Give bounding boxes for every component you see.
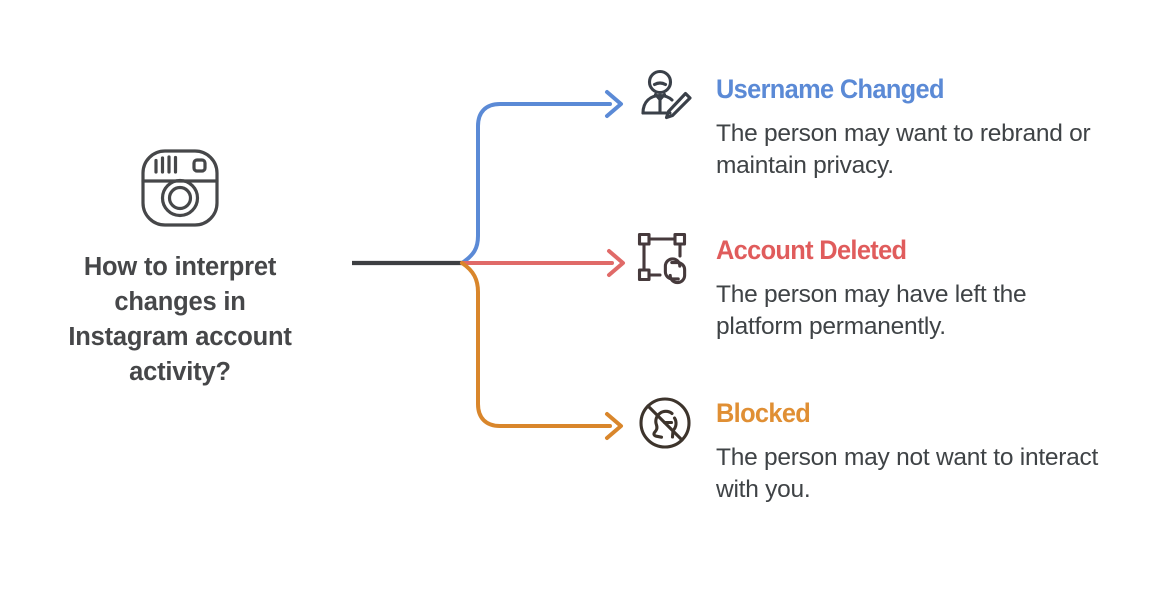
no-person-blocked-icon [639, 397, 691, 449]
branch-description-blocked: The person may not want to interact with… [716, 444, 1099, 504]
connector-blocked [460, 261, 623, 440]
branch-description-username-changed: The person may want to rebrand or mainta… [716, 120, 1091, 180]
branch-body: Blocked The person may not want to inter… [716, 392, 1136, 506]
instagram-camera-icon [141, 149, 219, 227]
connector-username-changed [460, 90, 623, 265]
branch-title-blocked: Blocked [716, 398, 811, 428]
person-edit-pencil-icon [641, 69, 692, 120]
branch-body: Username Changed The person may want to … [716, 68, 1136, 182]
root-title: How to interpret changes in Instagram ac… [68, 253, 292, 386]
selection-box-broken-link-icon [637, 232, 687, 285]
root-node: How to interpret changes in Instagram ac… [20, 140, 340, 390]
connector-account-deleted [460, 249, 625, 277]
branch-body: Account Deleted The person may have left… [716, 229, 1136, 343]
branch-description-account-deleted: The person may have left the platform pe… [716, 281, 1027, 341]
branch-title-account-deleted: Account Deleted [716, 235, 907, 265]
branch-title-username-changed: Username Changed [716, 74, 944, 104]
